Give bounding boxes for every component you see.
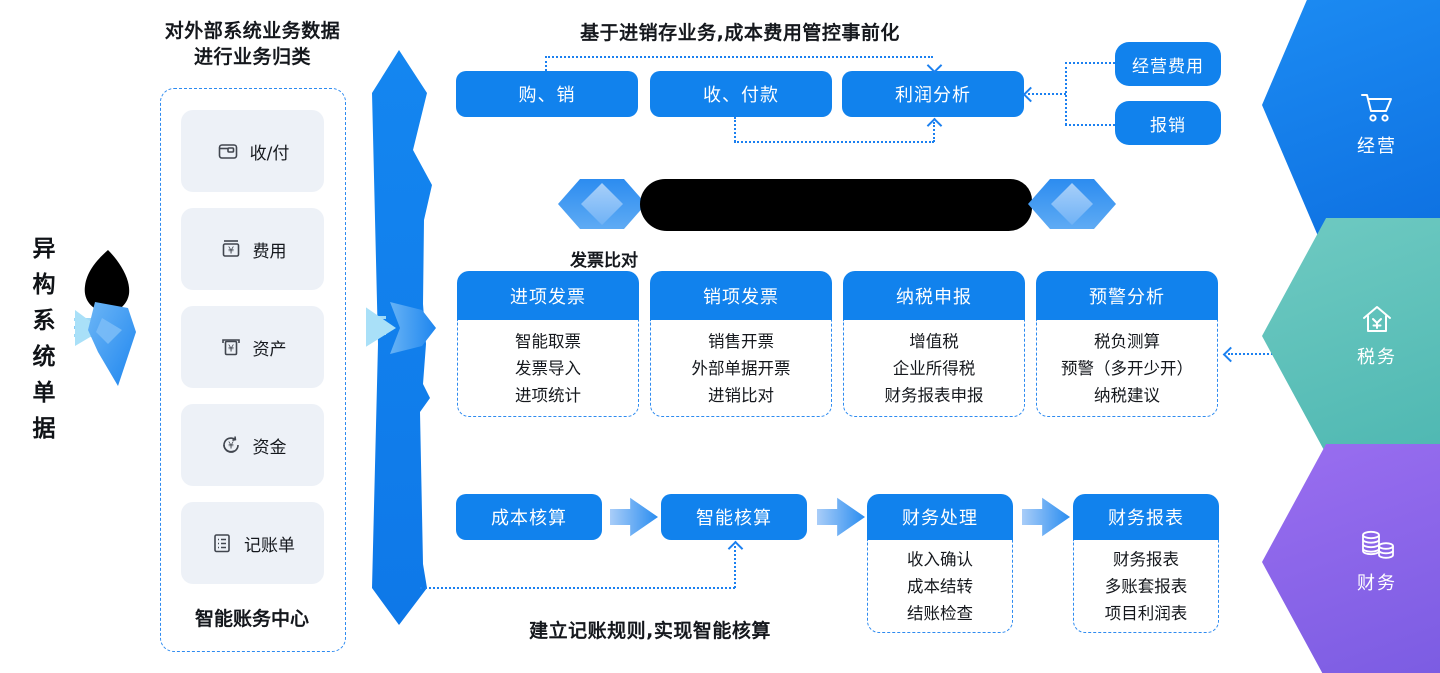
card-financial-report[interactable]: 财务报表 财务报表 多账套报表 项目利润表 <box>1073 494 1219 633</box>
card-title: 财务报表 <box>1073 494 1219 540</box>
connector-line <box>734 546 736 588</box>
arrowhead-up-icon <box>926 117 943 134</box>
card-item: 成本结转 <box>907 576 973 596</box>
card-item: 进项统计 <box>515 385 581 405</box>
card-financial-processing[interactable]: 财务处理 收入确认 成本结转 结账检查 <box>867 494 1013 633</box>
step-smart-accounting[interactable]: 智能核算 <box>661 494 807 540</box>
classify-title-line1: 对外部系统业务数据 <box>164 20 341 42</box>
card-title: 预警分析 <box>1036 271 1218 320</box>
card-item: 财务报表申报 <box>884 385 984 405</box>
category-item-ledger[interactable]: 记账单 <box>181 502 324 584</box>
connector-line <box>545 56 547 71</box>
card-item: 发票导入 <box>515 358 581 378</box>
card-title: 财务处理 <box>867 494 1013 540</box>
card-warning-analysis[interactable]: 预警分析 税负测算 预警（多开少开） 纳税建议 <box>1036 271 1218 417</box>
card-item: 纳税建议 <box>1094 385 1160 405</box>
category-label: 记账单 <box>244 535 295 556</box>
smart-accounting-center-label: 智能账务中心 <box>194 608 309 630</box>
card-item: 企业所得税 <box>892 358 976 378</box>
card-item: 税负测算 <box>1094 331 1160 351</box>
card-title: 进项发票 <box>457 271 639 320</box>
card-tax-declaration[interactable]: 纳税申报 增值税 企业所得税 财务报表申报 <box>843 271 1025 417</box>
card-input-invoice[interactable]: 进项发票 智能取票 发票导入 进项统计 <box>457 271 639 417</box>
card-item: 智能取票 <box>515 331 581 351</box>
card-item: 销售开票 <box>708 331 774 351</box>
card-output-invoice[interactable]: 销项发票 销售开票 外部单据开票 进销比对 <box>650 271 832 417</box>
step-purchase-sales[interactable]: 购、销 <box>456 71 638 117</box>
classify-panel <box>160 88 346 652</box>
rail-tile-label: 税务 <box>1357 347 1397 368</box>
rail-tile-label: 财务 <box>1357 573 1397 594</box>
card-item: 项目利润表 <box>1104 603 1188 623</box>
card-item: 结账检查 <box>907 603 973 623</box>
step-profit-analysis[interactable]: 利润分析 <box>842 71 1024 117</box>
gem-arrow-icon <box>74 250 136 386</box>
side-button-operating-expense[interactable]: 经营费用 <box>1115 42 1221 86</box>
category-label: 资金 <box>252 437 287 458</box>
connector-line <box>734 117 736 142</box>
rail-tile-tax[interactable]: 税务 <box>1262 218 1440 454</box>
purchase-flow-title: 基于进销存业务,成本费用管控事前化 <box>580 22 900 44</box>
accounting-flow-caption: 建立记账规则,实现智能核算 <box>529 620 771 642</box>
connector-line <box>420 587 735 589</box>
arrowhead-up-icon <box>727 540 744 557</box>
asset-machine-icon: ¥ <box>221 339 240 356</box>
card-item: 进销比对 <box>708 385 774 405</box>
rail-tile-operations[interactable]: 经营 <box>1262 0 1440 255</box>
card-title: 销项发票 <box>650 271 832 320</box>
step-receive-payment[interactable]: 收、付款 <box>650 71 832 117</box>
arrowhead-left-icon <box>1222 346 1239 363</box>
card-item: 预警（多开少开） <box>1061 358 1193 378</box>
arrowhead-left-icon <box>1022 86 1039 103</box>
card-item: 外部单据开票 <box>691 358 791 378</box>
category-label: 收/付 <box>249 143 290 164</box>
card-item: 增值税 <box>909 331 959 351</box>
svg-text:¥: ¥ <box>227 441 233 452</box>
side-button-reimbursement[interactable]: 报销 <box>1115 101 1221 145</box>
invoice-compare-label: 发票比对 <box>570 251 638 271</box>
heterogeneous-system-label: 异构系统单据 <box>28 236 54 452</box>
cart-icon <box>1361 94 1392 122</box>
connector-line <box>1065 124 1115 126</box>
svg-text:¥: ¥ <box>227 246 233 257</box>
coins-icon <box>1362 530 1394 559</box>
card-item: 收入确认 <box>907 549 973 569</box>
connector-line <box>933 122 935 142</box>
funds-cycle-icon: ¥ <box>222 436 239 453</box>
rail-tile-label: 经营 <box>1357 136 1397 157</box>
connector-line <box>734 141 934 143</box>
connector-line <box>1065 62 1067 125</box>
card-title: 纳税申报 <box>843 271 1025 320</box>
connector-line <box>545 56 933 58</box>
expense-card-icon: ¥ <box>222 240 239 257</box>
category-item-asset[interactable]: ¥ 资产 <box>181 306 324 388</box>
redacted-banner <box>640 179 1032 231</box>
connector-line <box>1228 353 1288 355</box>
card-item: 多账套报表 <box>1104 576 1188 596</box>
rail-tile-finance[interactable]: 财务 <box>1262 444 1440 673</box>
gem-icon <box>558 179 646 229</box>
step-cost-accounting[interactable]: 成本核算 <box>456 494 602 540</box>
flow-brace-arrow <box>366 50 436 625</box>
classify-panel-title: 对外部系统业务数据 进行业务归类 <box>150 18 355 70</box>
category-label: 资产 <box>252 339 287 360</box>
tax-house-icon <box>1363 306 1391 332</box>
category-item-funds[interactable]: ¥ 资金 <box>181 404 324 486</box>
category-item-expense[interactable]: ¥ 费用 <box>181 208 324 290</box>
card-item: 财务报表 <box>1113 549 1179 569</box>
svg-text:¥: ¥ <box>227 344 233 355</box>
wallet-icon <box>218 144 237 159</box>
flow-arrow-right-icon <box>817 497 865 537</box>
category-label: 费用 <box>252 241 287 262</box>
gem-icon <box>1028 179 1116 229</box>
ledger-list-icon <box>214 534 230 553</box>
connector-line <box>1028 93 1066 95</box>
category-item-receive-pay[interactable]: 收/付 <box>181 110 324 192</box>
classify-title-line2: 进行业务归类 <box>193 46 311 68</box>
connector-line <box>1065 62 1115 64</box>
flow-arrow-right-icon <box>1022 497 1070 537</box>
flow-arrow-right-icon <box>610 497 658 537</box>
